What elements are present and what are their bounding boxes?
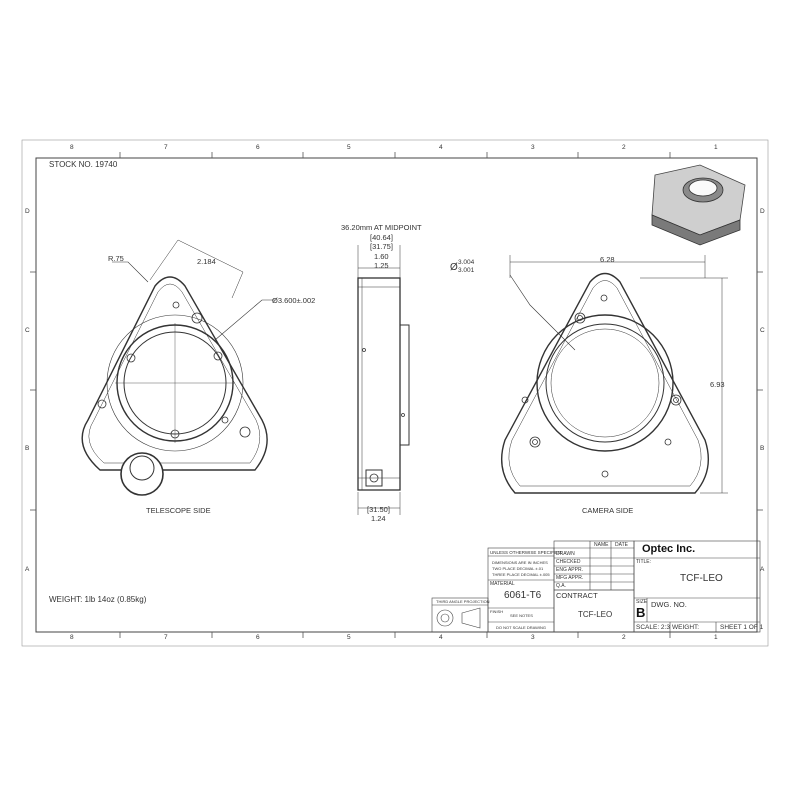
zone-row-c-right: C xyxy=(760,327,765,334)
row-mfg-appr: MFG APPR. xyxy=(556,575,584,581)
zone-col-3-bottom: 3 xyxy=(531,634,535,641)
projection-label: THIRD ANGLE PROJECTION xyxy=(436,599,490,604)
weight-label: WEIGHT: xyxy=(672,624,700,631)
camera-diameter-upper: 3.004 xyxy=(458,259,475,266)
material-value: 6061-T6 xyxy=(504,590,542,601)
zone-row-b: B xyxy=(25,445,30,452)
row-checked: CHECKED xyxy=(556,559,581,565)
side-dim-a: 1.60 xyxy=(374,252,389,261)
zone-row-b-right: B xyxy=(760,445,765,452)
zone-col-1-bottom: 1 xyxy=(714,634,718,641)
dwg-no-label: DWG. NO. xyxy=(651,600,687,609)
size-value: B xyxy=(636,605,646,620)
row-eng-appr: ENG APPR. xyxy=(556,567,583,573)
isometric-render xyxy=(651,164,746,246)
company-name: Optec Inc. xyxy=(642,543,696,555)
camera-side-label: CAMERA SIDE xyxy=(582,506,634,515)
camera-width-dim: 6.28 xyxy=(600,255,615,264)
width-dim: 2.184 xyxy=(197,257,216,266)
stock-number: STOCK NO. 19740 xyxy=(49,160,118,169)
zone-col-3: 3 xyxy=(531,144,535,151)
radius-dim: R.75 xyxy=(108,254,124,263)
zone-row-d-right: D xyxy=(760,208,765,215)
zone-col-1: 1 xyxy=(714,144,718,151)
zone-col-8-bottom: 8 xyxy=(70,634,74,641)
zone-row-c: C xyxy=(25,327,30,334)
zone-row-a: A xyxy=(25,566,30,573)
side-dim-b: 1.25 xyxy=(374,261,389,270)
finish-label: FINISH xyxy=(490,609,504,614)
side-dim-bottom-mm: [31.50] xyxy=(367,505,390,514)
side-dim-b-mm: [31.75] xyxy=(370,242,393,251)
edge-side-view xyxy=(357,245,410,515)
telescope-side-label: TELESCOPE SIDE xyxy=(146,506,211,515)
row-drawn: DRAWN xyxy=(556,551,575,557)
camera-diameter-symbol: Ø xyxy=(450,262,458,273)
zone-col-2: 2 xyxy=(622,144,626,151)
finish-value: SEE NOTES xyxy=(510,613,533,618)
zone-ticks xyxy=(30,152,763,638)
tolerance-units: DIMENSIONS ARE IN INCHES xyxy=(492,560,548,565)
zone-col-4: 4 xyxy=(439,144,443,151)
title-block-lines xyxy=(431,540,761,633)
tolerance-three-place: THREE PLACE DECIMAL ±.005 xyxy=(492,572,550,577)
zone-col-6-bottom: 6 xyxy=(256,634,260,641)
unless-specified: UNLESS OTHERWISE SPECIFIED: xyxy=(490,550,563,555)
size-label: SIZE xyxy=(636,599,648,605)
contract-label: CONTRACT xyxy=(556,591,598,600)
camera-side-view xyxy=(501,255,728,494)
midpoint-note: 36.20mm AT MIDPOINT xyxy=(341,223,422,232)
zone-col-7-bottom: 7 xyxy=(164,634,168,641)
zone-col-8: 8 xyxy=(70,144,74,151)
zone-row-a-right: A xyxy=(760,566,765,573)
zone-col-4-bottom: 4 xyxy=(439,634,443,641)
inner-border xyxy=(35,157,758,633)
zone-col-2-bottom: 2 xyxy=(622,634,626,641)
title-label: TITLE: xyxy=(636,559,652,565)
camera-height-dim: 6.93 xyxy=(710,380,725,389)
material-label: MATERIAL xyxy=(490,581,515,587)
zone-col-6: 6 xyxy=(256,144,260,151)
diameter-dim: Ø3.600±.002 xyxy=(272,296,316,305)
camera-diameter-lower: 3.001 xyxy=(458,267,475,274)
side-dim-bottom: 1.24 xyxy=(371,514,386,523)
scale-value: SCALE: 2:3 xyxy=(636,624,670,631)
zone-row-d: D xyxy=(25,208,30,215)
outer-border xyxy=(21,139,769,647)
no-scale-note: DO NOT SCALE DRAWING xyxy=(496,625,547,630)
weight-note: WEIGHT: 1lb 14oz (0.85kg) xyxy=(49,595,147,604)
title-value: TCF-LEO xyxy=(680,573,723,584)
side-dim-a-mm: [40.64] xyxy=(370,233,393,242)
zone-col-5: 5 xyxy=(347,144,351,151)
telescope-side-view xyxy=(81,239,275,496)
contract-value: TCF-LEO xyxy=(578,610,613,619)
col-name: NAME xyxy=(594,542,609,548)
zone-col-5-bottom: 5 xyxy=(347,634,351,641)
sheet-number: SHEET 1 OF 1 xyxy=(720,624,764,631)
zone-col-7: 7 xyxy=(164,144,168,151)
col-date: DATE xyxy=(615,542,628,548)
tolerance-two-place: TWO PLACE DECIMAL ±.01 xyxy=(492,566,544,571)
row-qa: Q.A. xyxy=(556,583,567,589)
